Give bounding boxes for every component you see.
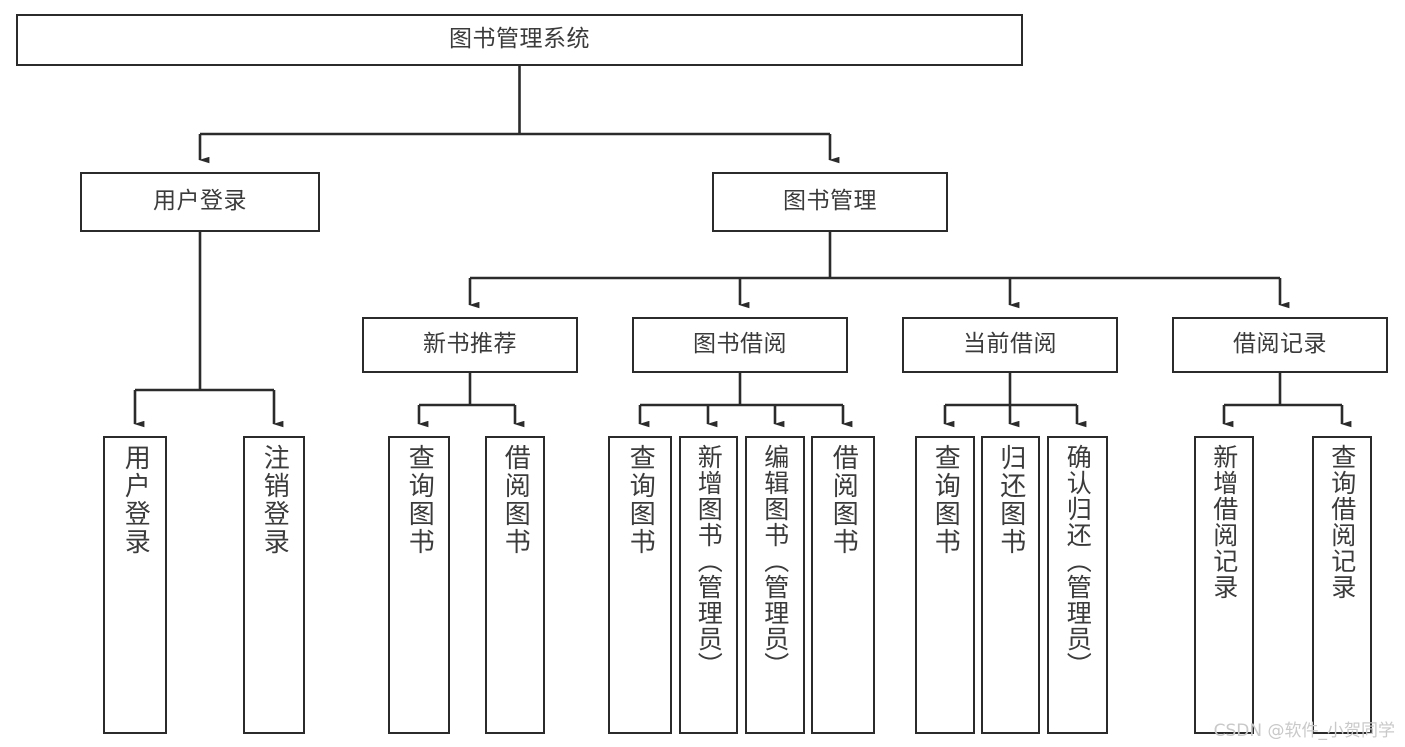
node-book-management[interactable]: 图书管理 bbox=[712, 172, 948, 232]
node-user-login-label: 用户登录 bbox=[153, 188, 247, 215]
leaf-logout[interactable]: 注销登录 bbox=[243, 436, 305, 734]
leaf-query-book-borrow[interactable]: 查询图书 bbox=[608, 436, 672, 734]
leaf-borrow-book-label: 借阅图书 bbox=[828, 444, 859, 556]
leaf-borrow-book-recommend-label: 借阅图书 bbox=[500, 444, 531, 556]
node-book-borrow[interactable]: 图书借阅 bbox=[632, 317, 848, 373]
leaf-query-book-current-label: 查询图书 bbox=[930, 444, 961, 556]
edges-book-borrow-to-leaves bbox=[638, 373, 853, 428]
node-user-login[interactable]: 用户登录 bbox=[80, 172, 320, 232]
node-current-borrow[interactable]: 当前借阅 bbox=[902, 317, 1118, 373]
leaf-confirm-return-admin[interactable]: 确认归还（管理员） bbox=[1047, 436, 1108, 734]
leaf-query-book-recommend[interactable]: 查询图书 bbox=[388, 436, 450, 734]
leaf-add-borrow-record-label: 新增借阅记录 bbox=[1209, 444, 1239, 600]
leaf-edit-book-admin[interactable]: 编辑图书（管理员） bbox=[745, 436, 805, 734]
leaf-add-borrow-record[interactable]: 新增借阅记录 bbox=[1194, 436, 1254, 734]
node-root[interactable]: 图书管理系统 bbox=[16, 14, 1023, 66]
leaf-query-borrow-record[interactable]: 查询借阅记录 bbox=[1312, 436, 1372, 734]
node-new-book-recommend[interactable]: 新书推荐 bbox=[362, 317, 578, 373]
leaf-borrow-book[interactable]: 借阅图书 bbox=[811, 436, 875, 734]
watermark: CSDN @软件_小贺同学 bbox=[1213, 721, 1395, 741]
edges-user-login-to-leaves bbox=[133, 232, 284, 428]
edges-book-manage-to-level2 bbox=[468, 232, 1290, 309]
edges-current-borrow-to-leaves bbox=[943, 373, 1087, 428]
leaf-add-book-admin[interactable]: 新增图书（管理员） bbox=[679, 436, 738, 734]
edges-new-book-to-leaves bbox=[417, 373, 525, 428]
leaf-borrow-book-recommend[interactable]: 借阅图书 bbox=[485, 436, 545, 734]
node-book-management-label: 图书管理 bbox=[783, 188, 877, 215]
leaf-edit-book-admin-label: 编辑图书（管理员） bbox=[760, 444, 790, 678]
node-borrow-record-label: 借阅记录 bbox=[1233, 331, 1327, 358]
leaf-query-book-recommend-label: 查询图书 bbox=[404, 444, 435, 556]
node-book-borrow-label: 图书借阅 bbox=[693, 331, 787, 358]
leaf-add-book-admin-label: 新增图书（管理员） bbox=[694, 444, 724, 678]
leaf-confirm-return-admin-label: 确认归还（管理员） bbox=[1063, 444, 1093, 678]
leaf-query-borrow-record-label: 查询借阅记录 bbox=[1327, 444, 1357, 600]
leaf-return-book-label: 归还图书 bbox=[995, 444, 1026, 556]
leaf-user-login-label: 用户登录 bbox=[120, 444, 151, 556]
leaf-return-book[interactable]: 归还图书 bbox=[981, 436, 1040, 734]
node-borrow-record[interactable]: 借阅记录 bbox=[1172, 317, 1388, 373]
edges-root-to-level1 bbox=[198, 66, 840, 164]
node-root-label: 图书管理系统 bbox=[449, 26, 590, 53]
node-new-book-recommend-label: 新书推荐 bbox=[423, 331, 517, 358]
leaf-logout-label: 注销登录 bbox=[259, 444, 290, 556]
edges-borrow-record-to-leaves bbox=[1222, 373, 1352, 428]
leaf-query-book-borrow-label: 查询图书 bbox=[625, 444, 656, 556]
leaf-user-login[interactable]: 用户登录 bbox=[103, 436, 167, 734]
leaf-query-book-current[interactable]: 查询图书 bbox=[915, 436, 975, 734]
node-current-borrow-label: 当前借阅 bbox=[963, 331, 1057, 358]
